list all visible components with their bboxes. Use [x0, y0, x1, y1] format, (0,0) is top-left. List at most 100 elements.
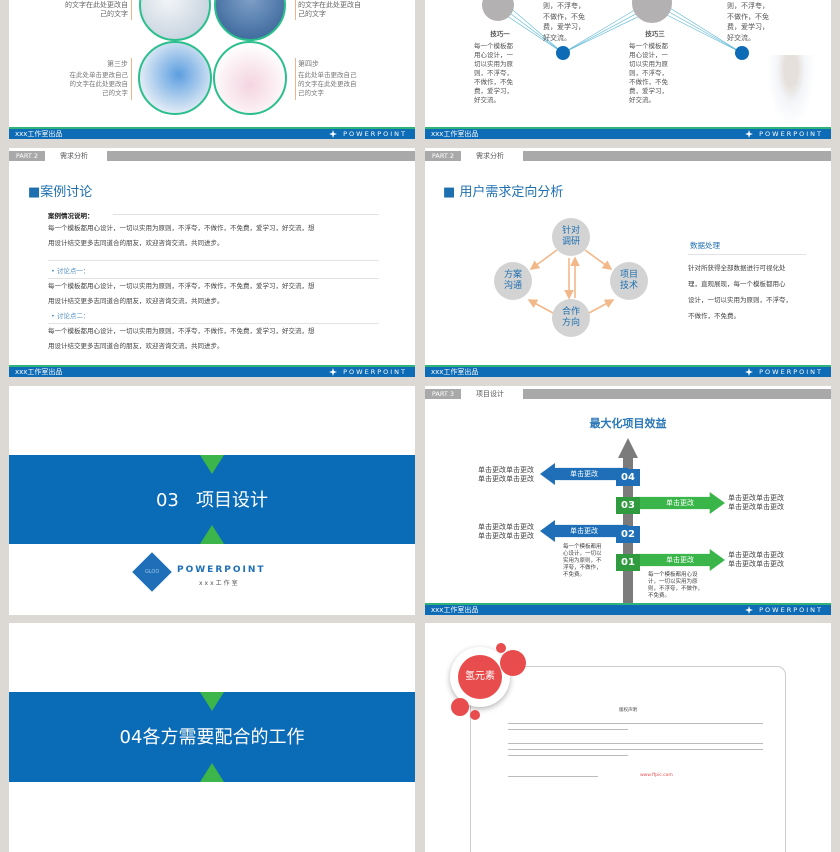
slide-title: ■案例讨论 [28, 185, 93, 200]
paragraph: 每一个模板都用心设计，一切以实用为原则，不浮夸，不做作，不免费，爱学习，好交流，… [48, 281, 315, 306]
text-line: 单击更改单击更改 [478, 475, 534, 483]
text-line: 单击更改单击更改 [478, 532, 534, 540]
step-number: 02 [616, 526, 640, 543]
text-line: 心设计，一切以 [563, 551, 602, 557]
step-02-text: 单击更改单击更改单击更改单击更改 [478, 523, 534, 541]
copyright-heading: 版权声明 [619, 708, 637, 713]
text-line: 针对所获得全部数据进行可视化处 [688, 264, 786, 272]
decor-dot [500, 650, 526, 676]
note-b: 每一个模板都用心设计，一切以实用为原则，不浮夸，不做作，不免费。 [648, 572, 703, 600]
section-label: 需求分析 [476, 152, 504, 160]
text-line: 不做作，不免 [474, 78, 513, 86]
text-line: 费，爱学习， [629, 87, 668, 95]
step-02-arrow[interactable]: 单击更改 [540, 520, 628, 542]
node-cooperation: 合作方向 [552, 299, 590, 337]
logo-letters: GLOO [144, 568, 160, 575]
step-03-text: 单击更改单击更改单击更改单击更改 [728, 494, 784, 512]
section-title: 03 项目设计 [9, 486, 415, 512]
slide-section-04[interactable]: 04各方需要配合的工作 [9, 623, 415, 852]
text-line: 好交流。 [629, 96, 655, 104]
star-icon [745, 606, 753, 614]
slide-copyright[interactable]: 氢元素 版权声明 www.ffpic.com [425, 623, 831, 852]
step-number: 03 [616, 497, 640, 514]
footer-right: POWERPOINT [759, 130, 823, 138]
side-title: 数据处理 [690, 241, 720, 250]
slide-section-03[interactable]: 03 项目设计 GLOO POWERPOINT xxx工作室 [9, 386, 415, 615]
step-04-arrow[interactable]: 单击更改 [540, 463, 628, 485]
text-line: 单击更改单击更改 [728, 503, 784, 511]
divider [48, 260, 379, 261]
text-line: 不做作，不免费。 [688, 312, 740, 320]
header-bar [523, 389, 831, 399]
text-line: 则，不浮夸， [543, 2, 585, 10]
star-icon [745, 368, 753, 376]
slide-case-discussion[interactable]: PART 2 需求分析 ■案例讨论 案例情况说明： 每一个模板都用心设计，一切以… [9, 148, 415, 377]
website-link[interactable]: www.ffpic.com [640, 773, 673, 778]
step-title: 第三步 [107, 60, 128, 68]
text-line: 用设计结交更多志同道合的朋友，欢迎咨询交流，共同进步。 [48, 239, 224, 247]
gray-circle [632, 0, 672, 23]
text-line: 计，一切以实用为原 [648, 579, 698, 585]
text-line: 不做作，不免 [629, 78, 668, 86]
text-line: 好交流。 [474, 96, 500, 104]
blue-dot [735, 46, 749, 60]
star-icon [329, 368, 337, 376]
section-label: 需求分析 [60, 152, 88, 160]
text-line: 则，不浮夸， [727, 2, 769, 10]
intro-label: 案例情况说明： [48, 212, 94, 220]
text-line: 每一个模板都用心设计，一切以实用为原则，不浮夸，不做作，不免费，爱学习，好交流，… [48, 282, 315, 290]
divider [688, 254, 806, 255]
point-label: 讨论点一： [56, 267, 90, 275]
slide-project-design[interactable]: PART 3 项目设计 最大化项目效益 单击更改 04 单击更改单击更改单击更改… [425, 386, 831, 615]
text-line: 的文字在此处更改自 [65, 1, 128, 9]
step-03-arrow[interactable]: 单击更改 [635, 492, 725, 514]
brand-logo: 氢元素 [458, 655, 502, 699]
note-a: 每一个模板都用心设计，一切以实用为原则，不浮夸，不做作，不免费。 [563, 544, 602, 579]
star-icon [329, 130, 337, 138]
point-label: 讨论点二： [56, 312, 90, 320]
text-line: 理，直观展现，每一个模板都用心 [688, 280, 786, 288]
node-label: 方案沟通 [503, 270, 522, 291]
text-line: 切以实用为原 [474, 60, 513, 68]
footer-right: POWERPOINT [759, 368, 823, 376]
divider [295, 0, 296, 20]
doctors-photo [213, 41, 287, 115]
blue-dot [556, 46, 570, 60]
divider [48, 278, 379, 279]
text-line: 好交流。 [727, 33, 755, 42]
footer-left: xxx工作室出品 [15, 368, 63, 376]
text-line: 则，不浮夸， [629, 69, 668, 77]
text-line: 单击更改单击更改 [728, 494, 784, 502]
slide-tips[interactable]: 则，不浮夸，不做作，不免费，爱学习，好交流。 则，不浮夸，不做作，不免费，爱学习… [425, 0, 831, 139]
footer-left: xxx工作室出品 [431, 368, 479, 376]
step-number: 01 [616, 554, 640, 571]
slide-footer: xxx工作室出品 POWERPOINT [425, 127, 831, 139]
text-line: 单击更改单击更改 [728, 551, 784, 559]
node-communication: 方案沟通 [494, 262, 532, 300]
text-line: 的文字在此处更改自 [69, 80, 129, 88]
text-line: 实用为原则，不 [563, 558, 602, 564]
star-icon [745, 130, 753, 138]
slide-user-needs[interactable]: PART 2 需求分析 ■ 用户需求定向分析 针对调研 方案沟通 项目技术 合作… [425, 148, 831, 377]
node-technology: 项目技术 [610, 262, 648, 300]
text-line: 单击更改单击更改 [478, 523, 534, 531]
step-01-arrow[interactable]: 单击更改 [635, 549, 725, 571]
text-line: 己的文字 [298, 10, 326, 18]
text-placeholder [508, 743, 763, 744]
text-line: 用设计结交更多志同道合的朋友，欢迎咨询交流，共同进步。 [48, 297, 224, 305]
triangle-up [200, 763, 224, 782]
step-title: 第四步 [298, 60, 319, 68]
text-line: 在此处单击更改自己 [69, 71, 129, 79]
chart-title: 最大化项目效益 [589, 417, 667, 430]
text-line: 每一个模板都 [474, 42, 513, 50]
step-label: 单击更改 [570, 470, 598, 478]
text-placeholder [508, 755, 628, 756]
slide-steps[interactable]: 的文字在此处更改自 己的文字 的文字在此处更改自 己的文字 第三步 在此处单击更… [9, 0, 415, 139]
text-line: 的文字在此处更改自 [298, 1, 361, 9]
text-line: 好交流。 [543, 33, 571, 42]
top-left-text: 的文字在此处更改自 己的文字 [65, 1, 128, 19]
step-01-text: 单击更改单击更改单击更改单击更改 [728, 551, 784, 569]
footer-left: xxx工作室出品 [431, 130, 479, 138]
slide-footer: xxx工作室出品 POWERPOINT [425, 365, 831, 377]
